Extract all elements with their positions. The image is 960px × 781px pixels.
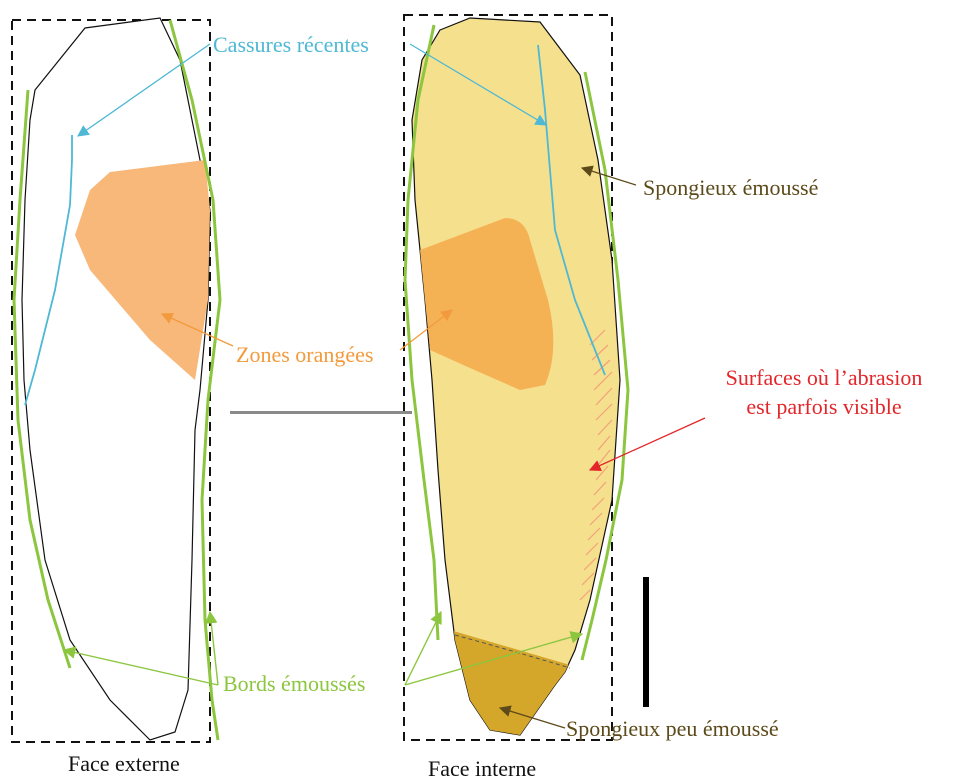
label-abrasion-line1: Surfaces où l’abrasion [726,365,923,390]
spongy-boundary-dashed [454,634,571,669]
blunted-edge-external-left [12,89,72,669]
label-spongy-slightly-blunted: Spongieux peu émoussé [566,716,779,741]
orange-zones-arrow-external [160,312,234,347]
blunted-edges-arrow-3 [404,610,442,686]
blunted-edge-external-right [168,19,222,741]
label-blunted-edges: Bords émoussés [223,671,365,696]
orange-zone-external [75,160,210,380]
label-face-internal: Face interne [428,756,536,781]
blunted-edge-internal-right [580,71,630,661]
label-recent-breaks: Cassures récentes [213,32,369,57]
recent-breaks-arrow-external [77,43,211,137]
spongy-slightly-arrow [498,705,566,729]
recent-break-line-internal [537,44,606,376]
recent-breaks-arrow-internal [409,43,548,126]
blunted-edge-internal-left [403,24,440,641]
scale-bar [643,577,649,707]
label-abrasion-line2: est parfois visible [746,394,901,419]
label-spongy-blunted: Spongieux émoussé [643,175,818,200]
label-orange-zones: Zones orangées [236,342,373,367]
bone-outline-external [21,17,211,741]
separator-line [230,411,412,414]
recent-break-line-external [24,135,73,406]
blunted-edges-arrow-2 [204,610,219,686]
blunted-edges-arrow-4 [404,631,584,686]
abrasion-arrow [588,417,706,471]
label-face-external: Face externe [68,751,180,776]
orange-zones-arrow-internal [399,309,453,351]
spongy-blunted-arrow [580,165,637,186]
blunted-edges-arrow-1 [62,646,219,686]
orange-zone-internal [420,218,554,390]
